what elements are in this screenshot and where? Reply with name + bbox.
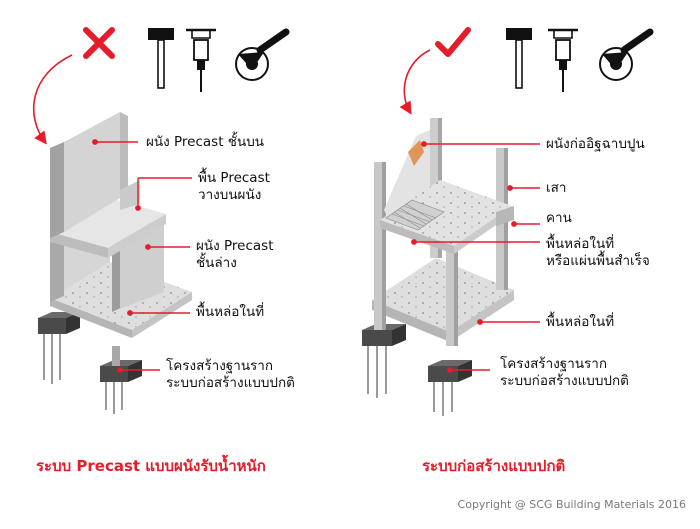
- label-line: โครงสร้างฐานราก: [500, 356, 608, 372]
- label-lower-precast-wall: ผนัง Precast ชั้นล่าง: [196, 238, 274, 272]
- right-column-front-left: [374, 162, 382, 330]
- left-curve-arrow: [32, 54, 73, 145]
- hammer-icon: [506, 28, 532, 89]
- right-beam: [496, 206, 514, 226]
- copyright-text: Copyright @ SCG Building Materials 2016: [457, 498, 686, 511]
- label-line: ผนังก่ออิฐฉาบปูน: [546, 136, 645, 152]
- left-upper-wall-right: [120, 180, 140, 210]
- right-column-front-right: [446, 236, 454, 346]
- right-curve-arrow: [399, 49, 431, 115]
- label-line: หรือแผ่นพื้นสำเร็จ: [546, 253, 650, 269]
- right-structure: [362, 49, 540, 416]
- cross-icon: [83, 27, 115, 59]
- label-line: พื้น Precast: [198, 170, 270, 186]
- label-line: โครงสร้างฐานราก: [166, 358, 274, 374]
- angle-grinder-icon: [599, 28, 654, 81]
- label-cast-in-place-floor: พื้นหล่อในที่: [546, 314, 614, 331]
- left-foundation: [38, 312, 142, 414]
- label-line: เสา: [546, 180, 567, 196]
- check-icon: [435, 27, 471, 57]
- jackhammer-icon: [186, 28, 216, 92]
- hammer-icon: [148, 28, 174, 89]
- label-line: ผนัง Precast ชั้นบน: [146, 134, 264, 150]
- label-column: เสา: [546, 180, 566, 197]
- left-system-title: ระบบ Precast แบบผนังรับน้ำหนัก: [36, 457, 266, 475]
- jackhammer-icon: [548, 28, 578, 92]
- label-line: ผนัง Precast: [196, 238, 274, 254]
- left-structure: [32, 54, 192, 414]
- angle-grinder-icon: [235, 28, 290, 81]
- label-line: ระบบก่อสร้างแบบปกติ: [166, 375, 295, 391]
- precast-mesh: [385, 199, 445, 231]
- label-foundation: โครงสร้างฐานราก ระบบก่อสร้างแบบปกติ: [166, 358, 295, 392]
- label-line: คาน: [546, 210, 572, 226]
- label-line: พื้นหล่อในที่: [546, 236, 615, 252]
- label-cast-in-place-floor: พื้นหล่อในที่: [196, 304, 264, 321]
- right-system-title: ระบบก่อสร้างแบบปกติ: [422, 457, 566, 475]
- left-lower-wall-side: [50, 226, 64, 302]
- label-brick-wall: ผนังก่ออิฐฉาบปูน: [546, 136, 645, 153]
- label-beam: คาน: [546, 210, 572, 227]
- label-precast-or-cast-floor: พื้นหล่อในที่ หรือแผ่นพื้นสำเร็จ: [546, 236, 650, 270]
- label-upper-precast-wall: ผนัง Precast ชั้นบน: [146, 134, 264, 151]
- label-line: พื้นหล่อในที่: [546, 314, 615, 330]
- label-line: ระบบก่อสร้างแบบปกติ: [500, 373, 629, 389]
- brick-patch: [408, 140, 424, 166]
- left-upper-wall-side: [50, 142, 64, 238]
- label-precast-slab: พื้น Precast วางบนผนัง: [198, 170, 270, 204]
- label-line: ชั้นล่าง: [196, 255, 237, 271]
- label-line: พื้นหล่อในที่: [196, 304, 265, 320]
- label-foundation: โครงสร้างฐานราก ระบบก่อสร้างแบบปกติ: [500, 356, 629, 390]
- label-line: วางบนผนัง: [198, 187, 262, 203]
